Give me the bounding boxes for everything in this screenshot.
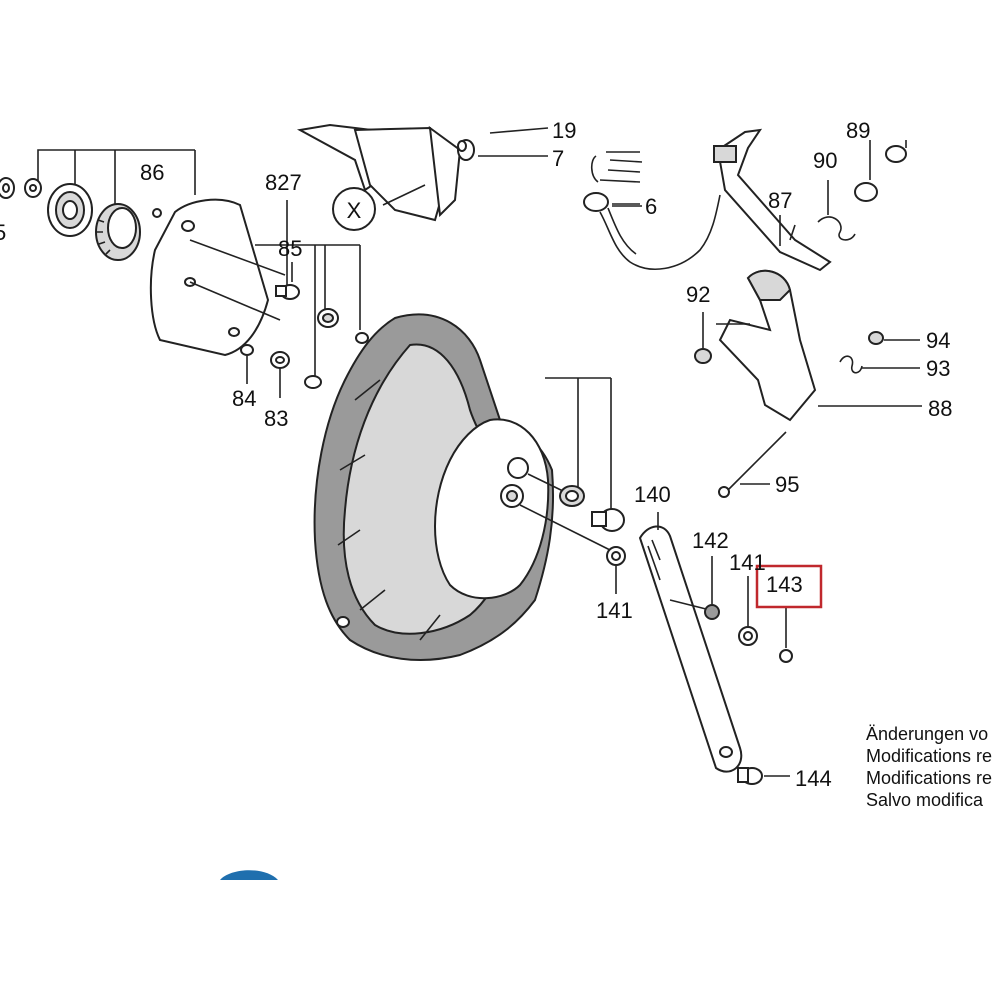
label-83: 83 [264, 406, 288, 431]
label-19: 19 [552, 118, 576, 143]
washer-141-part [606, 546, 626, 594]
modification-notes: Änderungen vo Modifications re Modificat… [866, 724, 992, 810]
note-line-1: Änderungen vo [866, 724, 988, 744]
callout-x: X [332, 187, 376, 231]
label-85: 85 [278, 236, 302, 261]
label-86: 86 [140, 160, 164, 185]
highlight-box-143 [755, 564, 823, 609]
screw-144-part [737, 767, 790, 785]
wire-bundle-part [583, 151, 721, 270]
screw-86-part [152, 208, 162, 218]
label-5: 5 [0, 220, 6, 245]
nut-92-part [694, 312, 712, 364]
bushing-part [317, 308, 339, 328]
shoulder-screw-part [591, 508, 625, 532]
label-93: 93 [926, 356, 950, 381]
bushing-hub-part [559, 485, 585, 507]
ring-142-part [704, 556, 720, 620]
label-7: 7 [552, 146, 564, 171]
note-line-3: Modifications re [866, 768, 992, 788]
note-line-2: Modifications re [866, 746, 992, 766]
spring-93-part [839, 355, 920, 374]
bearing-part [47, 183, 93, 237]
part-labels: 19 7 6 86 827 85 84 83 89 90 87 92 94 93… [0, 118, 952, 791]
e-clip-143-part [779, 606, 793, 663]
leader-827 [255, 200, 361, 378]
label-142: 142 [692, 528, 729, 553]
blade-guard-part [313, 313, 555, 661]
note-line-4: Salvo modifica [866, 790, 984, 810]
label-94: 94 [926, 328, 950, 353]
washer-edge-left [0, 177, 15, 199]
hub-leaders [519, 377, 612, 551]
pin-7-part [457, 127, 549, 161]
label-95: 95 [775, 472, 799, 497]
label-141a: 141 [729, 550, 766, 575]
callout-x-text: X [347, 198, 362, 223]
label-87: 87 [768, 188, 792, 213]
spring-90-part [817, 180, 856, 241]
handle-lever-part [713, 128, 832, 272]
washer-141b-part [738, 576, 758, 646]
label-88: 88 [928, 396, 952, 421]
label-89: 89 [846, 118, 870, 143]
label-141b: 141 [596, 598, 633, 623]
label-827: 827 [265, 170, 302, 195]
label-92: 92 [686, 282, 710, 307]
washer-84-part [240, 344, 254, 384]
label-144: 144 [795, 766, 832, 791]
nut-part [355, 332, 369, 344]
gear-part [95, 203, 141, 261]
nut-94-part [868, 331, 920, 345]
label-6: 6 [645, 194, 657, 219]
knob-89-part [854, 140, 907, 202]
label-90: 90 [813, 148, 837, 173]
screw-85-part [275, 262, 300, 300]
top-housing-part [296, 123, 462, 222]
link-arm-part [638, 512, 743, 773]
switch-bracket-part [716, 269, 817, 422]
left-bracket-lines [37, 149, 196, 210]
back-plate-part [149, 198, 286, 357]
screw-83-part [270, 351, 290, 398]
bolt-95-part [718, 431, 787, 498]
screw-small-part [304, 375, 322, 389]
label-143: 143 [766, 572, 803, 597]
washer-small [24, 178, 42, 198]
label-84: 84 [232, 386, 256, 411]
brand-logo-fragment [220, 870, 278, 880]
label-140: 140 [634, 482, 671, 507]
